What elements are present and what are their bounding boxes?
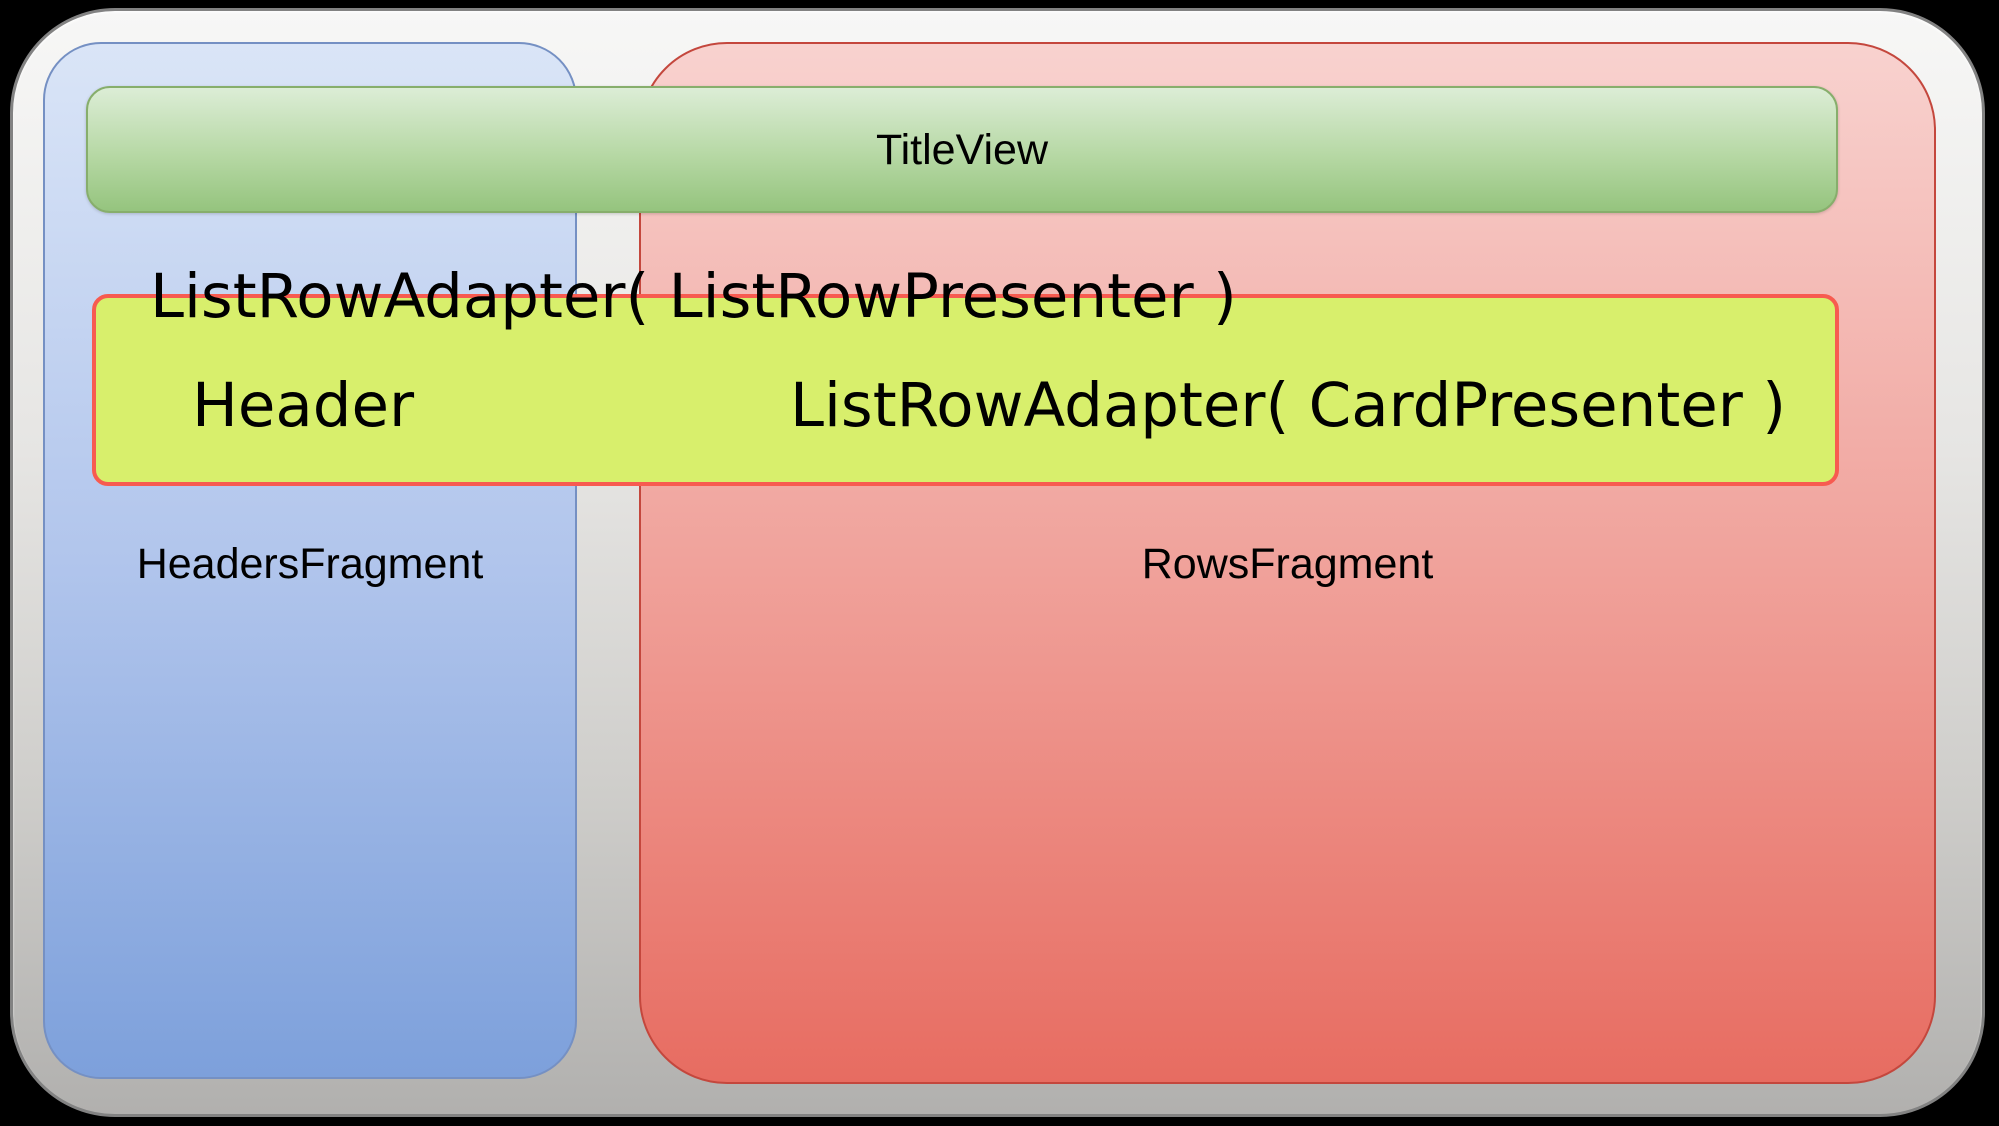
list-row-adapter-caption: ListRowAdapter( ListRowPresenter )	[150, 261, 1237, 332]
rows-fragment-label: RowsFragment	[1141, 540, 1434, 588]
headers-fragment-label: HeadersFragment	[136, 540, 484, 588]
title-view-label: TitleView	[875, 126, 1049, 174]
header-label: Header	[192, 370, 415, 441]
rows-fragment-panel	[639, 42, 1936, 1084]
title-view-bar	[86, 86, 1838, 213]
headers-fragment-panel	[43, 42, 577, 1079]
list-row-bar	[92, 294, 1839, 486]
card-adapter-label: ListRowAdapter( CardPresenter )	[790, 370, 1787, 441]
